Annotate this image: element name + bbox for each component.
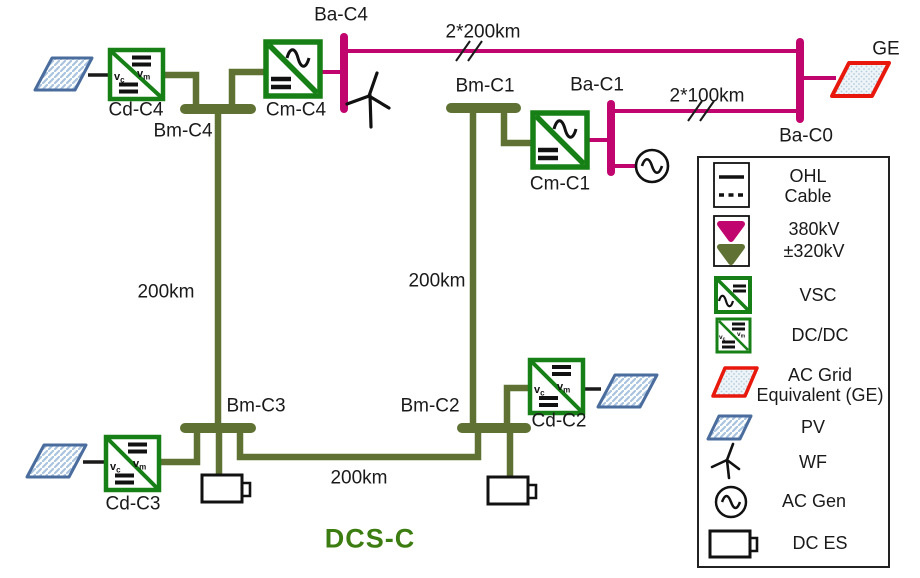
legend-label-dcdc: DC/DC bbox=[791, 325, 849, 345]
label-line-200km-bottom: 200km bbox=[330, 467, 388, 489]
label-converter-cd-c2: Cd-C2 bbox=[531, 410, 587, 432]
svg-text:vc: vc bbox=[110, 461, 121, 475]
legend-label-wf: WF bbox=[799, 452, 827, 472]
vsc-icon-cm-c4 bbox=[263, 39, 323, 99]
wind-turbine-icon bbox=[345, 71, 391, 129]
dc-link-cdc4-bmc4 bbox=[163, 71, 200, 108]
svg-text:vc: vc bbox=[719, 334, 726, 343]
label-bus-ba-c0: Ba-C0 bbox=[779, 125, 833, 147]
label-bus-bm-c1: Bm-C1 bbox=[455, 75, 515, 97]
dcdc-icon-cd-c2: vc vm bbox=[527, 357, 586, 416]
legend-label-pv: PV bbox=[800, 417, 826, 437]
pv-panels bbox=[25, 56, 659, 479]
slash-mark-right-line bbox=[687, 100, 715, 122]
dc-buses bbox=[180, 103, 531, 433]
label-line-2x100km: 2*100km bbox=[669, 85, 745, 107]
svg-text:vm: vm bbox=[557, 381, 570, 395]
pv-icon-right bbox=[596, 373, 659, 409]
legend-ge-icon bbox=[711, 366, 759, 398]
legend-label-acgrid-2: Equivalent (GE) bbox=[756, 385, 884, 405]
bus-ba-c1 bbox=[607, 100, 615, 176]
slash-mark-top-line bbox=[455, 40, 483, 62]
label-line-2x200km: 2*200km bbox=[445, 21, 521, 43]
label-bus-ba-c4: Ba-C4 bbox=[314, 4, 368, 26]
legend-label-dces: DC ES bbox=[792, 533, 848, 553]
dc-link-bmc4-cmc4 bbox=[228, 68, 266, 109]
diagram-title: DCS-C bbox=[324, 523, 416, 554]
legend-wf-icon bbox=[710, 442, 741, 480]
dc-link-cdc3-bmc3 bbox=[159, 430, 201, 466]
svg-text:vm: vm bbox=[137, 68, 150, 82]
dc-link-bmc1-cmc1 bbox=[500, 110, 533, 147]
legend-panel: vc vm bbox=[697, 156, 890, 568]
bus-bm-c4 bbox=[180, 104, 256, 114]
svg-text:vc: vc bbox=[114, 71, 125, 85]
svg-text:vc: vc bbox=[534, 384, 545, 398]
svg-text:vm: vm bbox=[133, 458, 146, 472]
arrow-380kv-icon bbox=[717, 221, 745, 242]
legend-voltage-icon bbox=[713, 215, 750, 267]
label-line-200km-left: 200km bbox=[137, 281, 195, 303]
pv-icon-bottom-left bbox=[25, 443, 88, 479]
legend-label-vsc: VSC bbox=[799, 285, 837, 305]
dcdc-icon-cd-c4: vc vm bbox=[107, 47, 166, 102]
legend-acgen-icon bbox=[714, 485, 748, 519]
dc-link-bmc2-cdc2 bbox=[503, 384, 530, 426]
bus-bm-c1 bbox=[446, 103, 521, 113]
battery-icon-bmc3 bbox=[200, 473, 252, 504]
dc-line-bmc3-bmc2 bbox=[236, 430, 482, 461]
ohl-slash-marks bbox=[455, 40, 715, 122]
ac-buses bbox=[340, 33, 804, 176]
label-bus-bm-c2: Bm-C2 bbox=[400, 395, 460, 417]
label-converter-cm-c1: Cm-C1 bbox=[529, 173, 591, 195]
bus-ba-c4 bbox=[340, 33, 348, 113]
label-converter-cm-c4: Cm-C4 bbox=[265, 99, 327, 121]
arrow-320kv-icon bbox=[717, 244, 745, 265]
bus-bm-c3 bbox=[180, 423, 256, 433]
battery-icon-bmc2 bbox=[486, 475, 538, 506]
label-bus-bm-c4: Bm-C4 bbox=[153, 120, 213, 142]
legend-dces-icon bbox=[708, 529, 759, 559]
legend-label-380kv: 380kV bbox=[788, 219, 840, 239]
ge-icon bbox=[830, 61, 891, 98]
legend-label-acgen: AC Gen bbox=[781, 491, 847, 511]
label-converter-cd-c3: Cd-C3 bbox=[105, 493, 161, 515]
label-bus-ba-c1: Ba-C1 bbox=[570, 74, 624, 96]
legend-ohl-cable-icon bbox=[713, 162, 750, 208]
dcdc-icon-cd-c3: vc vm bbox=[103, 434, 162, 493]
label-bus-bm-c3: Bm-C3 bbox=[226, 395, 286, 417]
ac-lines bbox=[320, 49, 836, 168]
ac-gen-icon bbox=[634, 148, 670, 184]
legend-label-acgrid-1: AC Grid bbox=[787, 365, 853, 385]
bus-bm-c2 bbox=[457, 423, 531, 433]
legend-dcdc-icon: vc vm bbox=[715, 317, 752, 354]
legend-label-ohl: OHL bbox=[789, 166, 827, 186]
legend-label-320kv: ±320kV bbox=[783, 241, 845, 261]
bus-ba-c0 bbox=[796, 38, 804, 123]
label-converter-cd-c4: Cd-C4 bbox=[108, 99, 164, 121]
dc-lines bbox=[159, 68, 533, 478]
label-line-200km-mid: 200km bbox=[408, 270, 466, 292]
legend-vsc-icon bbox=[714, 276, 752, 314]
svg-text:vm: vm bbox=[737, 331, 746, 340]
pv-icon-top-left bbox=[33, 56, 94, 92]
label-ge: GE bbox=[872, 38, 900, 60]
legend-label-cable: Cable bbox=[784, 186, 832, 206]
legend-pv-icon bbox=[706, 414, 753, 441]
pv-connectors bbox=[83, 73, 601, 464]
vsc-icon-cm-c1 bbox=[530, 110, 590, 170]
